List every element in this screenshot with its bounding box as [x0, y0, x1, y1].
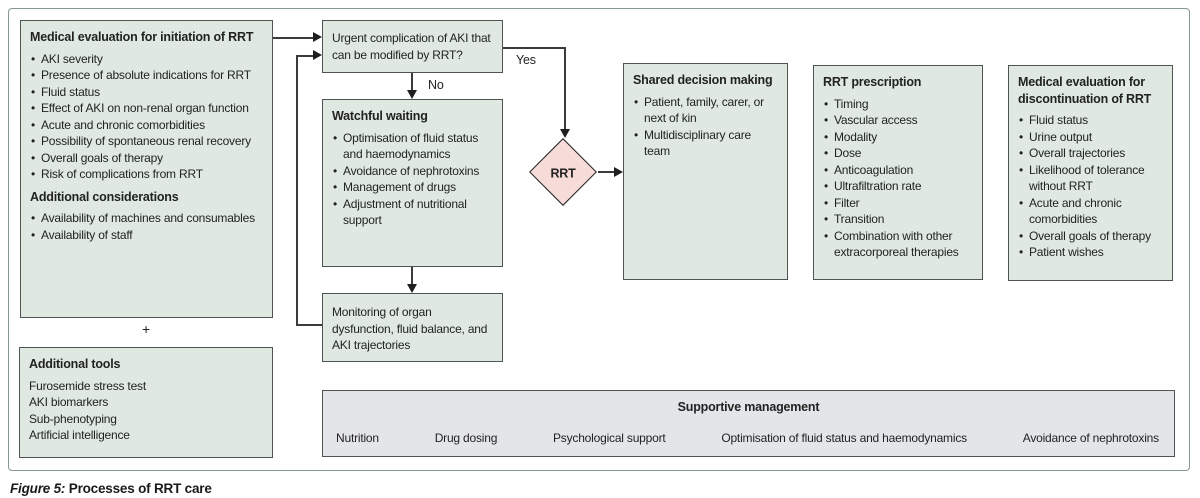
box-subtitle: Additional considerations — [30, 189, 179, 204]
supportive-item: Nutrition — [336, 431, 379, 445]
bullet-item: Urine output — [1018, 129, 1164, 146]
bullet-item: Presence of absolute indications for RRT — [30, 67, 264, 84]
box-title: Watchful waiting — [332, 109, 428, 123]
bullet-item: Multidisciplinary care team — [633, 127, 779, 160]
bullet-item: Adjustment of nutritional support — [332, 196, 494, 229]
bullet-item: Acute and chronic comorbidities — [30, 117, 264, 134]
bullet-item: Combination with other extracorporeal th… — [823, 228, 974, 261]
urgent-complication-box: Urgent complication of AKI that can be m… — [322, 20, 503, 73]
bullet-item: Risk of complications from RRT — [30, 166, 264, 183]
bullet-item: AKI severity — [30, 51, 264, 68]
yes-label: Yes — [516, 53, 536, 67]
bullet-item: Ultrafiltration rate — [823, 178, 974, 195]
connector-diamond-to-shared — [598, 171, 615, 173]
bullet-item: Avoidance of nephrotoxins — [332, 163, 494, 180]
supportive-item: Drug dosing — [434, 431, 498, 445]
bullet-item: Modality — [823, 129, 974, 146]
diamond-label: RRT — [550, 166, 576, 181]
figure-caption: Figure 5: Processes of RRT care — [10, 481, 212, 496]
supportive-item: Avoidance of nephrotoxins — [1022, 431, 1159, 445]
bullet-list: Availability of machines and consumables… — [30, 210, 264, 243]
arrowhead-right-icon — [614, 167, 623, 177]
bullet-item: Fluid status — [30, 84, 264, 101]
supportive-item: Psychological support — [553, 431, 666, 445]
medical-evaluation-initiation-box: Medical evaluation for initiation of RRT… — [20, 20, 273, 318]
connector-yes-vertical — [564, 46, 566, 131]
bullet-list: Fluid statusUrine outputOverall trajecto… — [1018, 112, 1164, 261]
connector-watchful-to-monitoring — [411, 267, 413, 285]
connector-feedback-vertical — [296, 55, 298, 325]
bar-title: Supportive management — [677, 400, 820, 414]
rrt-prescription-box: RRT prescription TimingVascular accessMo… — [813, 65, 983, 280]
watchful-waiting-box: Watchful waiting Optimisation of fluid s… — [322, 99, 503, 267]
list-item: Sub-phenotyping — [29, 411, 117, 426]
connector-urgent-to-watchful — [411, 73, 413, 91]
bullet-item: Patient wishes — [1018, 244, 1164, 261]
figure-caption-label: Figure 5: — [10, 481, 66, 496]
bullet-item: Availability of machines and consumables — [30, 210, 264, 227]
bullet-item: Fluid status — [1018, 112, 1164, 129]
no-label: No — [428, 78, 444, 92]
bullet-item: Anticoagulation — [823, 162, 974, 179]
bullet-item: Filter — [823, 195, 974, 212]
bullet-item: Vascular access — [823, 112, 974, 129]
arrowhead-down-icon — [560, 129, 570, 138]
supportive-management-bar: Supportive management Nutrition Drug dosi… — [322, 390, 1175, 457]
bullet-item: Timing — [823, 96, 974, 113]
bullet-item: Transition — [823, 211, 974, 228]
bullet-item: Dose — [823, 145, 974, 162]
bullet-item: Overall goals of therapy — [30, 150, 264, 167]
bullet-item: Possibility of spontaneous renal recover… — [30, 133, 264, 150]
supportive-item: Optimisation of fluid status and haemody… — [721, 431, 967, 445]
bullet-item: Patient, family, carer, or next of kin — [633, 94, 779, 127]
box-title: Medical evaluation for initiation of RRT — [30, 30, 254, 44]
box-text: Monitoring of organ dysfunction, fluid b… — [332, 305, 488, 352]
list-item: Furosemide stress test — [29, 378, 146, 393]
bullet-list: AKI severityPresence of absolute indicat… — [30, 51, 264, 183]
connector-monitoring-to-feedback — [296, 323, 322, 326]
bullet-list: Patient, family, carer, or next of kinMu… — [633, 94, 779, 160]
bullet-item: Optimisation of fluid status and haemody… — [332, 130, 494, 163]
bullet-item: Overall goals of therapy — [1018, 228, 1164, 245]
connector-feedback-to-urgent — [296, 54, 313, 57]
arrowhead-right-icon — [313, 50, 322, 60]
bullet-item: Acute and chronic comorbidities — [1018, 195, 1164, 228]
bullet-item: Likelihood of tolerance without RRT — [1018, 162, 1164, 195]
box-title: Medical evaluation for discontinuation o… — [1018, 75, 1152, 106]
bullet-item: Management of drugs — [332, 179, 494, 196]
monitoring-box: Monitoring of organ dysfunction, fluid b… — [322, 293, 503, 362]
arrowhead-right-icon — [313, 32, 322, 42]
box-text: Urgent complication of AKI that can be m… — [332, 31, 491, 62]
arrowhead-down-icon — [407, 90, 417, 99]
list-item: AKI biomarkers — [29, 395, 109, 409]
shared-decision-making-box: Shared decision making Patient, family, … — [623, 63, 788, 280]
bullet-item: Overall trajectories — [1018, 145, 1164, 162]
bullet-item: Effect of AKI on non-renal organ functio… — [30, 100, 264, 117]
bullet-item: Availability of staff — [30, 227, 264, 244]
box-title: RRT prescription — [823, 75, 922, 89]
box-title: Shared decision making — [633, 73, 773, 87]
supportive-item-list: Nutrition Drug dosing Psychological suppor… — [336, 431, 1159, 445]
figure-caption-text: Processes of RRT care — [65, 481, 212, 496]
connector-initiation-to-urgent — [273, 36, 313, 39]
bullet-list: Optimisation of fluid status and haemody… — [332, 130, 494, 229]
plus-sign: + — [142, 321, 150, 337]
bullet-list: TimingVascular accessModalityDoseAnticoa… — [823, 96, 974, 261]
box-title: Additional tools — [29, 357, 121, 371]
arrowhead-down-icon — [407, 284, 417, 293]
connector-yes-horizontal — [503, 46, 566, 49]
medical-evaluation-discontinuation-box: Medical evaluation for discontinuation o… — [1008, 65, 1173, 281]
list-item: Artificial intelligence — [29, 428, 130, 442]
